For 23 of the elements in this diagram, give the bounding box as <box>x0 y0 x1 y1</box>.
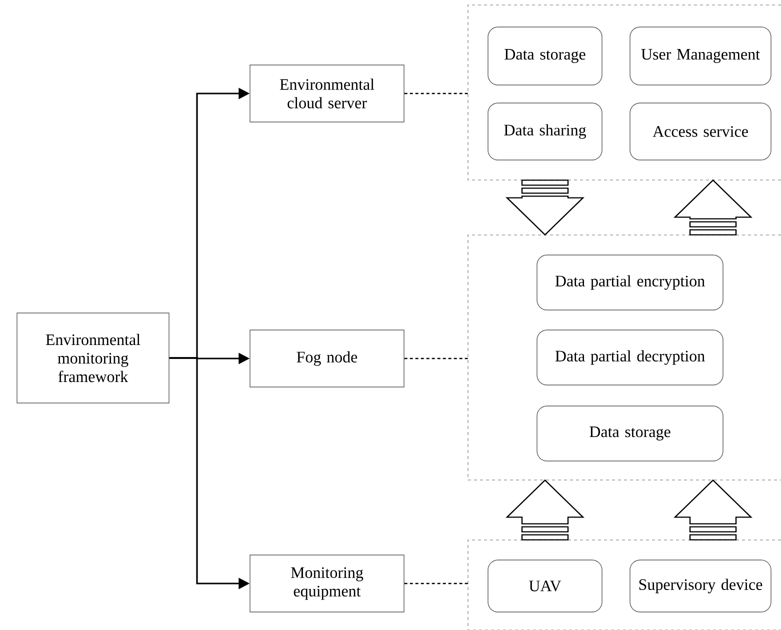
rounded-box: Data storage <box>536 406 724 462</box>
process-box: Monitoring equipment <box>250 554 404 612</box>
rounded-box: UAV <box>488 560 602 612</box>
rounded-box: Access service <box>630 102 772 160</box>
group-frame <box>468 4 781 180</box>
dotted-line <box>404 582 468 584</box>
process-box: Fog node <box>250 330 404 388</box>
process-box: Environmental cloud server <box>250 64 404 122</box>
rounded-box: Data storage <box>488 26 602 86</box>
block-arrow <box>506 479 584 540</box>
rounded-box: User Management <box>630 26 772 86</box>
block-arrow <box>674 479 752 540</box>
dotted-line <box>404 358 468 360</box>
rounded-box: Data sharing <box>488 102 602 160</box>
process-box: Environmental monitoring framework <box>16 312 170 404</box>
group-frame <box>468 234 781 480</box>
rounded-box: Data partial encryption <box>536 254 724 310</box>
rounded-box: Supervisory device <box>630 560 772 612</box>
block-arrow <box>506 180 584 236</box>
block-arrow <box>674 179 752 236</box>
dotted-line <box>404 92 468 94</box>
rounded-box: Data partial decryption <box>536 330 724 386</box>
group-frame <box>468 540 781 630</box>
